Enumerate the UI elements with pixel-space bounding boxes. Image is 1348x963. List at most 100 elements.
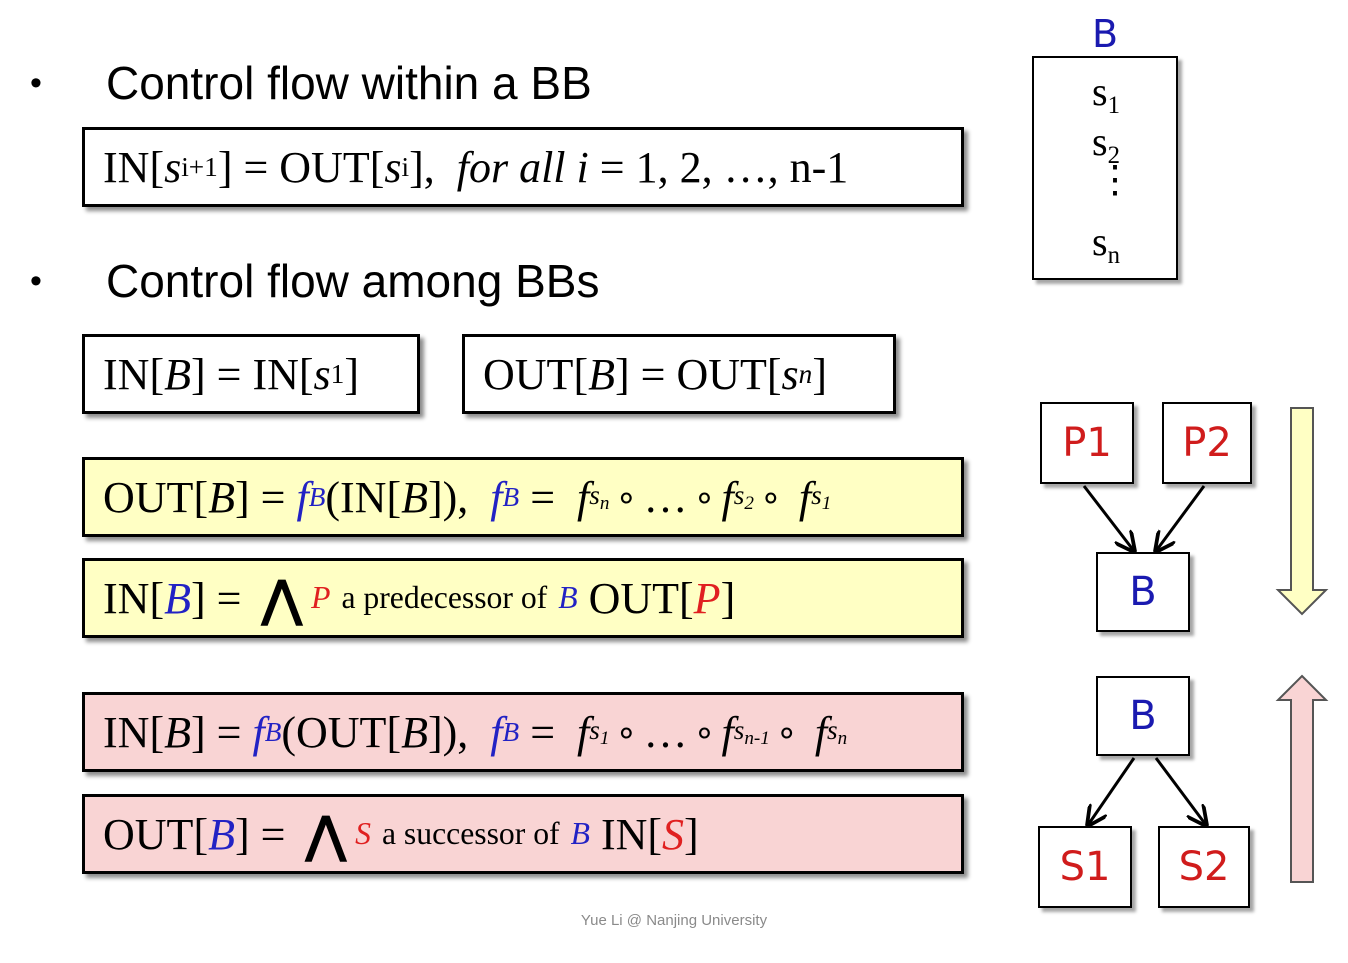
s-var: s	[733, 479, 745, 510]
sub-b: B	[264, 716, 282, 747]
statement-sn: sn	[1092, 218, 1120, 270]
in-label: IN	[600, 809, 648, 859]
sub-1: 1	[1107, 91, 1120, 119]
s-var: s	[1092, 219, 1108, 264]
s-var: s	[1092, 119, 1108, 164]
sub-i-plus-1: i+1	[181, 151, 218, 182]
node-s2: S2	[1158, 826, 1250, 908]
f-var: f	[490, 707, 503, 757]
s-var: s	[811, 479, 822, 510]
s-var: s	[313, 349, 331, 399]
bullet-control-flow-within: • Control flow within a BB	[30, 57, 592, 109]
sub-1: 1	[821, 492, 832, 514]
f-var: f	[252, 707, 265, 757]
vertical-dots: ⋮	[1096, 159, 1134, 201]
bullet-text: Control flow within a BB	[106, 57, 592, 109]
in-label: IN	[103, 573, 150, 623]
f-var: f	[296, 472, 309, 522]
in-label: IN	[340, 472, 387, 522]
in-label: IN	[103, 349, 150, 399]
out-label: OUT	[103, 809, 194, 859]
out-label: OUT	[279, 142, 370, 192]
edge-b-s2	[1154, 757, 1206, 825]
sub-b: B	[308, 481, 326, 512]
dots: …	[643, 472, 688, 522]
sub-n: n	[599, 492, 610, 514]
node-b-bottom: B	[1096, 676, 1190, 756]
sub-1: 1	[599, 727, 610, 749]
sub-i: i	[401, 151, 410, 182]
b-var: B	[164, 349, 191, 399]
node-p2: P2	[1162, 402, 1252, 484]
edge-p2-b	[1156, 485, 1206, 551]
backward-arrow-icon	[1275, 674, 1329, 883]
out-label: OUT	[103, 472, 194, 522]
s-var: s	[384, 142, 402, 192]
s-var: s	[589, 479, 600, 510]
out-label: OUT	[676, 349, 767, 399]
f-var: f	[490, 472, 503, 522]
sub-b: B	[502, 481, 520, 512]
in-label: IN	[103, 142, 150, 192]
s-var: s	[164, 142, 182, 192]
predecessor-text: a predecessor of	[341, 580, 548, 615]
node-p1: P1	[1040, 402, 1134, 484]
sub-2: 2	[744, 492, 754, 514]
f-var: f	[721, 472, 734, 522]
sub-2: 2	[1107, 141, 1120, 169]
b-var: B	[164, 707, 191, 757]
edge-b-s1	[1088, 757, 1136, 825]
compose-op: ∘	[615, 477, 638, 517]
s-var: s	[1092, 69, 1108, 114]
b-var: B	[208, 809, 235, 859]
formula-backward-meet: OUT[B] = ⋀S a successor of B IN[S]	[82, 794, 964, 874]
s-upper-var: S	[662, 809, 685, 859]
compose-op: ∘	[775, 712, 798, 752]
p-var: P	[311, 580, 331, 615]
b-var: B	[401, 472, 428, 522]
b-var: B	[401, 707, 428, 757]
block-label: B	[1092, 12, 1119, 56]
meet-operator: ⋀	[260, 568, 304, 628]
b-var: B	[164, 573, 191, 623]
sub-1: 1	[330, 358, 345, 389]
in-label: IN	[103, 707, 150, 757]
out-label: OUT	[483, 349, 574, 399]
successor-text: a successor of	[381, 816, 560, 851]
footer-credit: Yue Li @ Nanjing University	[580, 912, 768, 929]
f-var: f	[577, 472, 590, 522]
bullet-dot: •	[30, 63, 42, 102]
node-s1: S1	[1038, 826, 1132, 908]
dots: …	[643, 707, 688, 757]
sub-n: n	[1107, 241, 1120, 269]
b-var: B	[208, 472, 235, 522]
out-label: OUT	[588, 573, 680, 623]
s-var: s	[781, 349, 799, 399]
in-label: IN	[252, 349, 299, 399]
b-var: B	[588, 349, 615, 399]
f-var: f	[721, 707, 734, 757]
node-b-top: B	[1096, 552, 1190, 632]
s-var: s	[589, 714, 600, 745]
sub-n-minus-1: n-1	[744, 727, 770, 749]
b-var: B	[558, 580, 578, 615]
sub-n: n	[837, 727, 848, 749]
for-all-text: for all i	[456, 142, 589, 192]
bullet-control-flow-among: • Control flow among BBs	[30, 255, 600, 307]
f-var: f	[798, 472, 812, 522]
forward-arrow-icon	[1275, 407, 1329, 616]
b-var: B	[570, 816, 590, 851]
s-upper-var: S	[355, 816, 371, 851]
meet-operator: ⋀	[304, 804, 348, 864]
sub-b: B	[502, 716, 520, 747]
range-text: = 1, 2, …, n-1	[599, 142, 849, 192]
statement-s2: s2	[1092, 118, 1120, 170]
bullet-text: Control flow among BBs	[106, 255, 600, 307]
basic-block-diagram: s1 s2 ⋮ sn	[1032, 56, 1178, 280]
s-var: s	[733, 714, 745, 745]
p-var: P	[693, 573, 721, 623]
